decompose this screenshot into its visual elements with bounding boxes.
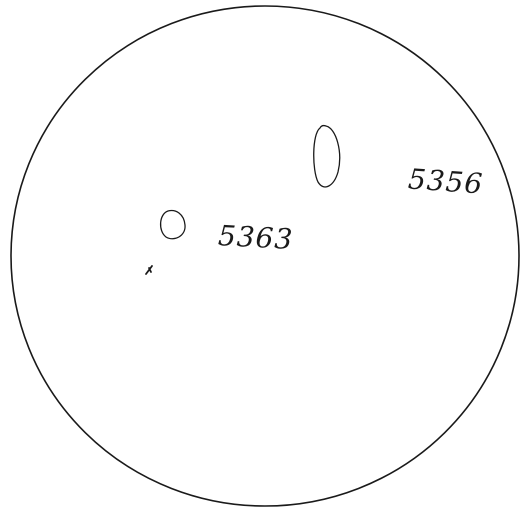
- sunspot-group-label-5356: 5356: [407, 165, 484, 198]
- sunspot-group-label-5363: 5363: [217, 222, 294, 254]
- sunspot-5363: [161, 211, 185, 239]
- sunspot-5356: [314, 126, 340, 187]
- pen-mark: [146, 266, 152, 274]
- solar-disk-outline: [11, 6, 519, 506]
